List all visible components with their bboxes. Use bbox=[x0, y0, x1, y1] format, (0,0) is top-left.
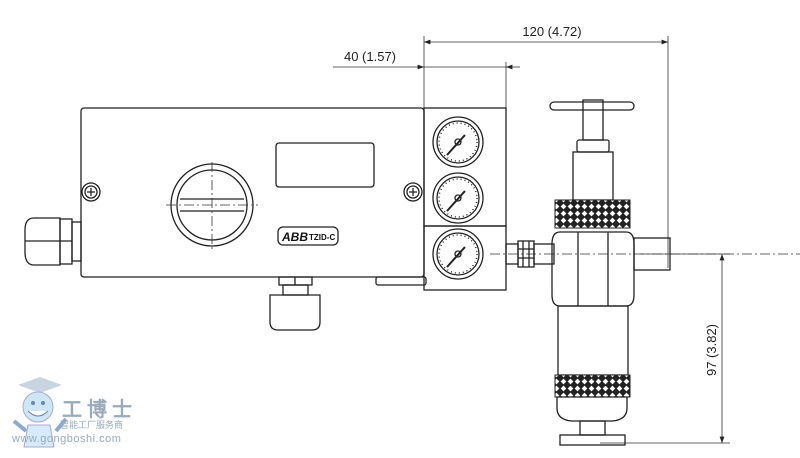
dimension-overall-width: 120 (4.72) bbox=[423, 24, 669, 268]
knurled-ring bbox=[554, 374, 631, 398]
pressure-gauge bbox=[432, 116, 484, 168]
dimension-label: 97 (3.82) bbox=[704, 324, 719, 376]
filter-regulator bbox=[549, 99, 671, 446]
dimension-height: 97 (3.82) bbox=[600, 253, 730, 444]
screw-icon bbox=[81, 182, 101, 202]
watermark-url: www.gongboshi.com bbox=[12, 433, 122, 445]
pressure-gauge bbox=[432, 172, 484, 224]
nameplate: ABB TZID-C bbox=[277, 226, 339, 246]
positioner-housing: ABB TZID-C bbox=[80, 107, 427, 286]
watermark-name: 工博士 bbox=[62, 399, 137, 421]
pressure-gauge bbox=[432, 228, 484, 280]
watermark-slogan: 智能工厂服务商 bbox=[60, 420, 124, 430]
dimension-gauge-block-width: 40 (1.57) bbox=[333, 49, 520, 108]
pipe-fitting bbox=[505, 240, 555, 268]
bottom-connector bbox=[269, 276, 321, 331]
screw-icon bbox=[403, 182, 423, 202]
svg-text:ABB: ABB bbox=[281, 230, 308, 244]
gauge-block bbox=[423, 107, 507, 291]
dimension-label: 40 (1.57) bbox=[344, 49, 396, 64]
mascot-logo bbox=[12, 377, 68, 448]
cable-gland bbox=[24, 217, 82, 266]
display-window bbox=[275, 142, 375, 188]
indicator-dial bbox=[166, 162, 258, 250]
svg-text:TZID-C: TZID-C bbox=[309, 233, 335, 242]
t-handle bbox=[549, 101, 635, 111]
dimension-label: 120 (4.72) bbox=[522, 24, 581, 39]
knurled-ring bbox=[554, 199, 631, 229]
